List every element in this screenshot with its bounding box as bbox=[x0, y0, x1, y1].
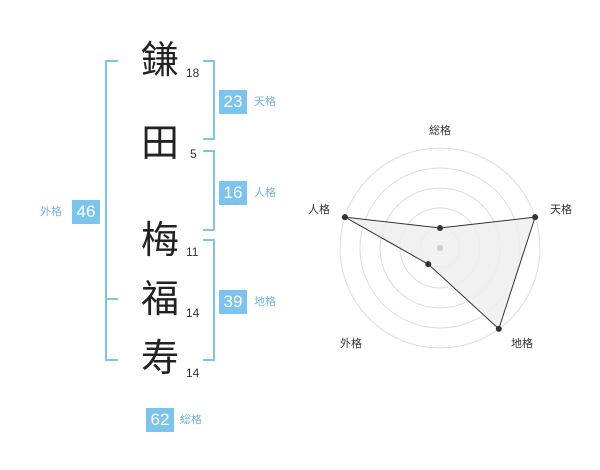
tenkaku-label: 天格 bbox=[254, 95, 276, 108]
radar-value-polygon bbox=[344, 216, 536, 330]
tenkaku-bracket-vertical bbox=[213, 60, 215, 140]
chikaku-label: 地格 bbox=[254, 295, 276, 308]
radar-point-2 bbox=[532, 214, 539, 221]
jinkaku-badge: 16 bbox=[219, 181, 247, 205]
radar-chart bbox=[339, 147, 541, 349]
radar-axis-label-gaikaku: 外格 bbox=[340, 337, 362, 350]
tenkaku-bracket-bottom bbox=[203, 138, 215, 140]
radar-point-5 bbox=[341, 214, 348, 221]
gaikaku-badge: 46 bbox=[72, 200, 100, 224]
jinkaku-label: 人格 bbox=[254, 186, 276, 199]
radar-point-4 bbox=[425, 261, 432, 268]
name-char-5: 寿 bbox=[140, 336, 179, 380]
soukaku-badge: 62 bbox=[146, 408, 174, 432]
gaikaku-label: 外格 bbox=[40, 205, 62, 218]
chikaku-badge: 39 bbox=[219, 290, 247, 314]
name-char-2: 田 bbox=[140, 121, 179, 165]
tenkaku-bracket-top bbox=[203, 60, 215, 62]
gaikaku-bracket-bottom bbox=[105, 359, 118, 361]
stroke-count-4: 14 bbox=[186, 306, 200, 320]
name-char-4: 福 bbox=[140, 277, 179, 321]
radar-point-3 bbox=[495, 325, 502, 332]
name-char-3: 梅 bbox=[140, 218, 179, 262]
radar-axis-label-chikaku: 地格 bbox=[511, 337, 533, 350]
radar-axis-label-soukaku: 総格 bbox=[429, 124, 451, 137]
radar-ring bbox=[339, 147, 541, 349]
soukaku-label: 総格 bbox=[180, 413, 202, 426]
chikaku-bracket-top bbox=[203, 239, 215, 241]
jinkaku-bracket-bottom bbox=[203, 229, 215, 231]
jinkaku-bracket-vertical bbox=[213, 150, 215, 231]
gaikaku-bracket-vertical bbox=[105, 60, 107, 361]
stroke-count-3: 11 bbox=[186, 245, 199, 259]
radar-point-1 bbox=[437, 225, 443, 231]
radar-axis-label-jinkaku: 人格 bbox=[308, 203, 330, 216]
gaikaku-bracket-top bbox=[105, 60, 118, 62]
name-char-1: 鎌 bbox=[140, 38, 179, 82]
jinkaku-bracket-top bbox=[203, 150, 215, 152]
tenkaku-badge: 23 bbox=[219, 90, 247, 114]
chikaku-bracket-vertical bbox=[213, 239, 215, 361]
radar-axis-label-tenkaku: 天格 bbox=[550, 203, 572, 216]
chikaku-bracket-bottom bbox=[203, 359, 215, 361]
stroke-count-5: 14 bbox=[186, 366, 200, 380]
stroke-count-1: 18 bbox=[186, 66, 200, 80]
stroke-count-2: 5 bbox=[190, 147, 197, 161]
radar-center bbox=[437, 245, 443, 251]
gaikaku-bracket-middle bbox=[105, 298, 118, 300]
